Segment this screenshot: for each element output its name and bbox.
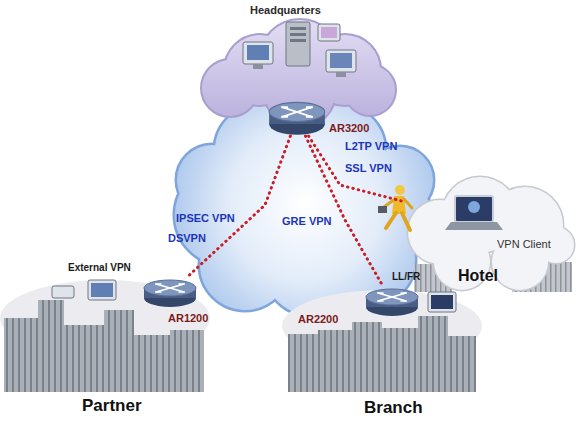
router-name: AR2200 [298, 313, 338, 326]
router: AR1200 [142, 278, 198, 308]
site-label: VPN Client [497, 238, 551, 251]
internet-cloud [175, 105, 433, 315]
site-area: HeadquartersAR3200 [198, 2, 398, 138]
router-icon [364, 287, 420, 317]
link-note: LL/FR [392, 271, 420, 283]
branch-site [282, 290, 482, 392]
router-name: AR1200 [168, 312, 208, 325]
router-name: AR3200 [329, 122, 369, 135]
vpn-tunnel [186, 136, 290, 278]
headquarters-cloud [202, 20, 395, 127]
site-area: Partner AR1200 [0, 258, 220, 423]
vpn-tunnel [309, 136, 405, 202]
vpn-client: VPN Client [405, 192, 565, 253]
headquarters-computers [243, 22, 356, 77]
site-area: Branch AR2200 [282, 262, 478, 422]
vpn-client-laptop [445, 196, 503, 230]
router-icon [267, 100, 327, 136]
vpn-type-label: L2TP VPN [345, 140, 397, 153]
router-icon [142, 278, 198, 308]
site-label: Partner [82, 396, 142, 416]
vpn-type-label: GRE VPN [282, 215, 332, 228]
partner-site [0, 280, 210, 392]
vpn-type-label: SSL VPN [345, 162, 392, 175]
vpn-tunnel [305, 136, 383, 287]
site-label: Branch [364, 398, 423, 418]
site-area: Hotel VPN Client [400, 168, 574, 292]
hotel-cloud [408, 177, 574, 290]
site-label: Hotel [458, 266, 498, 285]
traveller-figure [378, 185, 412, 230]
router: AR3200 [267, 100, 327, 136]
site-label: Headquarters [250, 4, 321, 17]
vpn-type-label: IPSEC VPN [176, 212, 235, 225]
vpn-type-label: DSVPN [168, 232, 206, 245]
router: AR2200 [364, 287, 420, 317]
link-note: External VPN [68, 262, 131, 274]
